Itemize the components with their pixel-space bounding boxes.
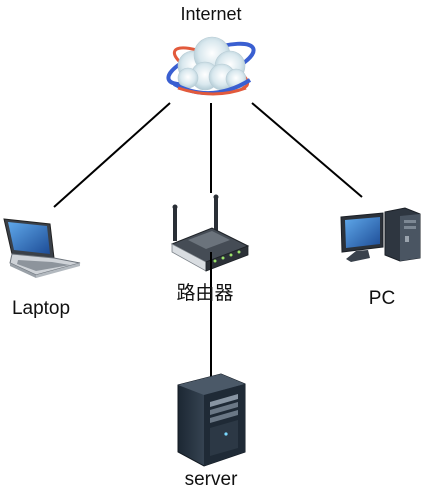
- server-label: server: [184, 469, 238, 490]
- pc-label: PC: [368, 288, 396, 309]
- connection-internet-laptop: [53, 102, 171, 208]
- internet-label: Internet: [180, 4, 242, 24]
- cloud-icon: [166, 36, 256, 96]
- router-label: 路由器: [176, 283, 234, 304]
- router-icon: [170, 194, 250, 272]
- laptop-icon: [3, 218, 81, 278]
- connection-internet-pc: [251, 102, 363, 198]
- server-tower-icon: [177, 373, 246, 467]
- laptop-label: Laptop: [11, 298, 71, 319]
- desktop-pc-icon: [340, 207, 421, 262]
